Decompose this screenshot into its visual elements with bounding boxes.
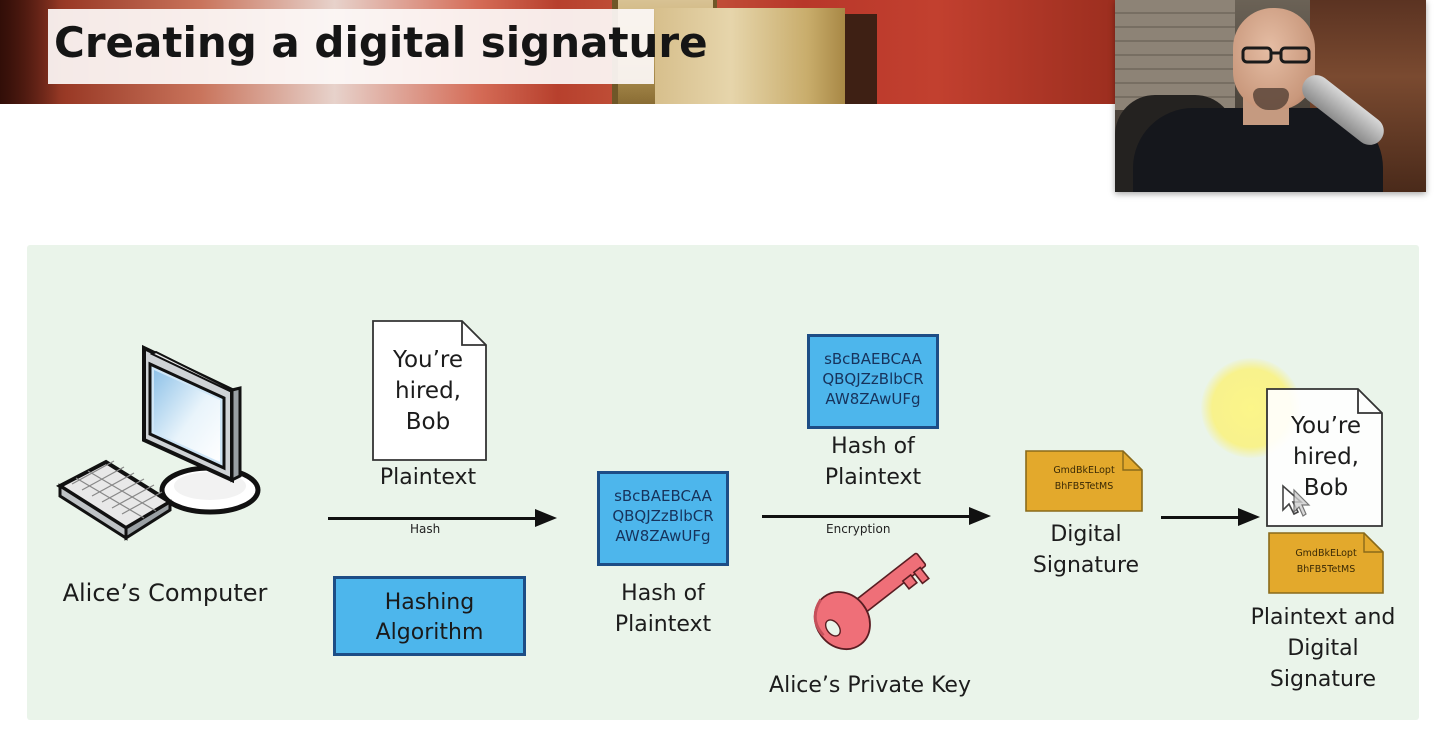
final-signature-icon (1268, 532, 1384, 594)
final-signature-line-2: BhFB5TetMS (1296, 564, 1356, 575)
plaintext-line-3: Bob (405, 409, 451, 435)
hash-arrow-head (535, 509, 557, 527)
hash-line-3: AW8ZAwUFg (615, 527, 711, 545)
plaintext-document-text: You’re hired, Bob (372, 345, 484, 438)
final-signature-text: GmdBkELopt BhFB5TetMS (1268, 546, 1384, 578)
final-line-3: Bob (1303, 475, 1349, 501)
plaintext-label: Plaintext (379, 465, 477, 490)
banner-lamp-shade (655, 8, 845, 104)
hash-top-line-2: QBQJZzBlbCR (822, 370, 924, 388)
signature-line-2: BhFB5TetMS (1054, 481, 1114, 492)
hash-line-2: QBQJZzBlbCR (612, 507, 714, 525)
final-line-2: hired, (1293, 444, 1359, 470)
plaintext-line-2: hired, (395, 378, 461, 404)
mouse-cursor-icon (1282, 484, 1311, 517)
hash-of-plaintext-label: Hash of Plaintext (614, 581, 712, 637)
encryption-arrow-head (969, 507, 991, 525)
encryption-arrow-label: Encryption (826, 522, 891, 536)
digital-signature-text: GmdBkELopt BhFB5TetMS (1025, 463, 1143, 495)
digital-signature-label: Digital Signature (1032, 522, 1140, 578)
private-key-icon (813, 552, 930, 651)
hash-box-encrypted-input: sBcBAEBCAA QBQJZzBlbCR AW8ZAwUFg (807, 334, 939, 429)
final-signature-line-1: GmdBkELopt (1295, 548, 1357, 559)
plaintext-line-1: You’re (392, 347, 464, 373)
hash-top-line-3: AW8ZAwUFg (825, 390, 921, 408)
slide-title: Creating a digital signature (54, 18, 708, 67)
digital-signature-icon (1025, 450, 1143, 512)
alice-computer-label: Alice’s Computer (62, 579, 268, 607)
webcam-brick-wall (1115, 0, 1235, 110)
hashing-algorithm-label: Hashing Algorithm (375, 590, 484, 645)
final-arrow-head (1238, 508, 1260, 526)
hash-box: sBcBAEBCAA QBQJZzBlbCR AW8ZAwUFg (597, 471, 729, 566)
plaintext-and-signature-label: Plaintext and Digital Signature (1250, 605, 1396, 692)
signature-line-1: GmdBkELopt (1053, 465, 1115, 476)
hash-of-plaintext-label-top: Hash of Plaintext (824, 434, 922, 490)
plaintext-document-icon (372, 320, 487, 461)
title-background (48, 9, 654, 84)
presenter-webcam (1115, 0, 1426, 192)
hash-arrow-line (328, 517, 536, 520)
final-line-1: You’re (1290, 413, 1362, 439)
alice-private-key-label: Alice’s Private Key (769, 673, 971, 698)
hash-line-1: sBcBAEBCAA (614, 487, 712, 505)
encryption-arrow-line (762, 515, 970, 518)
hash-arrow-label: Hash (410, 522, 441, 536)
presenter-goatee (1253, 88, 1289, 110)
hashing-algorithm-box: Hashing Algorithm (333, 576, 526, 656)
computer-icon (56, 344, 261, 541)
final-document-text: You’re hired, Bob (1270, 411, 1382, 504)
presenter-glasses (1241, 46, 1311, 64)
hash-top-line-1: sBcBAEBCAA (824, 350, 922, 368)
banner-lamp-shadow (845, 14, 877, 104)
final-arrow-line (1161, 516, 1239, 519)
